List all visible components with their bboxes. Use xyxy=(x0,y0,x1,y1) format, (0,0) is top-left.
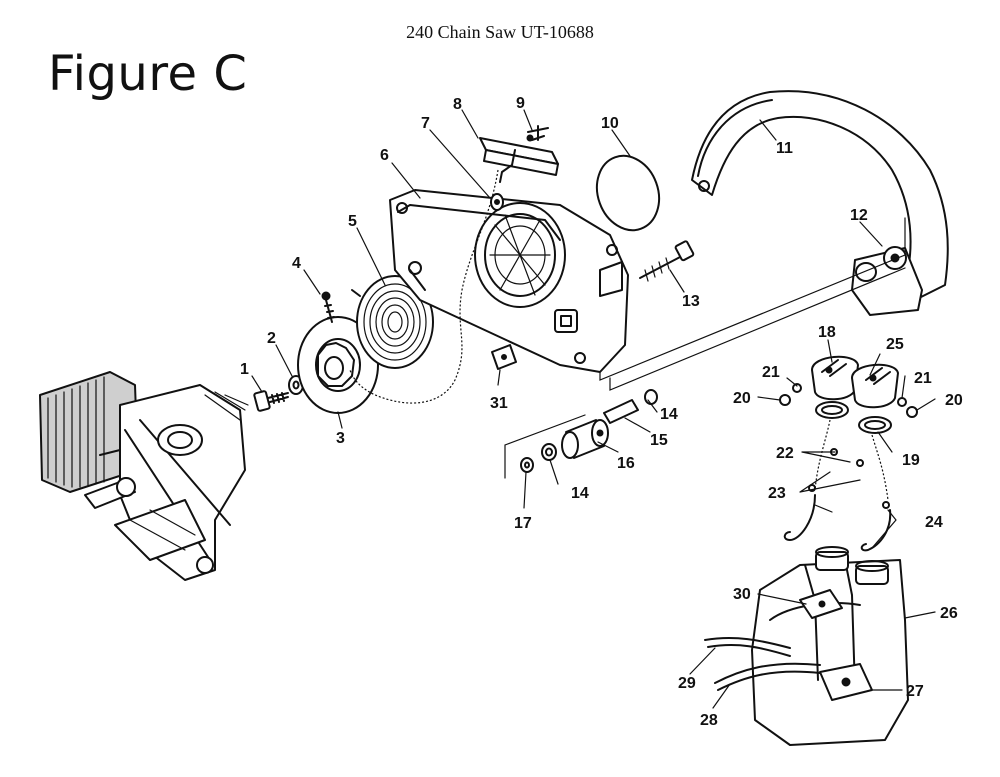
part-handle-mount xyxy=(851,246,923,316)
callout-20: 20 xyxy=(733,390,751,407)
part-starter-rope xyxy=(349,169,499,404)
part-retaining-wires xyxy=(783,494,892,552)
part-clip xyxy=(491,344,517,370)
callout-3: 3 xyxy=(336,430,345,447)
callout-16: 16 xyxy=(617,455,635,472)
part-small-screw xyxy=(321,291,335,323)
part-front-handle xyxy=(691,90,949,301)
engine-assembly xyxy=(39,371,249,581)
part-starter-handle xyxy=(479,137,559,183)
callout-22: 22 xyxy=(776,445,794,462)
callout-17: 17 xyxy=(514,515,532,532)
part-handle-insert xyxy=(526,125,549,142)
part-small-washer xyxy=(520,457,534,473)
part-cap-screws xyxy=(779,383,918,418)
callout-7: 7 xyxy=(421,115,430,132)
part-fan-housing xyxy=(389,189,629,373)
callout-10: 10 xyxy=(601,115,619,132)
callout-14-lower: 14 xyxy=(571,485,589,502)
callout-12: 12 xyxy=(850,207,868,224)
part-line-clamp xyxy=(799,589,843,619)
part-pin xyxy=(603,399,639,424)
callout-23: 23 xyxy=(768,485,786,502)
callout-28: 28 xyxy=(700,712,718,729)
callout-29: 29 xyxy=(678,675,696,692)
callout-21: 21 xyxy=(762,364,780,381)
page-title: 240 Chain Saw UT-10688 xyxy=(406,22,594,42)
callout-25: 25 xyxy=(886,336,904,353)
part-fuel-lines xyxy=(704,637,821,691)
callout-21-right: 21 xyxy=(914,370,932,387)
callout-5: 5 xyxy=(348,213,357,230)
callout-27: 27 xyxy=(906,683,924,700)
callout-labels: 1 2 3 4 5 6 7 8 9 10 11 12 13 14 15 16 1… xyxy=(240,95,963,729)
part-starter-pulley xyxy=(297,316,379,414)
part-rope-guide xyxy=(490,193,504,211)
part-fuel-tank xyxy=(751,546,909,746)
alignment-lines xyxy=(504,217,906,479)
callout-15: 15 xyxy=(650,432,668,449)
callout-30: 30 xyxy=(733,586,751,603)
part-washer-pair xyxy=(541,389,658,461)
callout-24: 24 xyxy=(925,514,943,531)
callout-8: 8 xyxy=(453,96,462,113)
callout-19: 19 xyxy=(902,452,920,469)
callout-1: 1 xyxy=(240,361,249,378)
part-recoil-spring xyxy=(351,275,434,369)
callout-18: 18 xyxy=(818,324,836,341)
part-oil-cap xyxy=(851,363,899,409)
callout-14: 14 xyxy=(660,406,678,423)
figure-label: Figure C xyxy=(48,46,248,102)
part-filter-disc xyxy=(595,154,661,232)
part-screw xyxy=(253,390,289,412)
callout-26: 26 xyxy=(940,605,958,622)
callout-11: 11 xyxy=(776,140,793,157)
callout-6: 6 xyxy=(380,147,389,164)
part-cap-chains xyxy=(808,419,890,509)
callout-9: 9 xyxy=(516,95,525,112)
part-long-bolt xyxy=(639,240,695,282)
callout-2: 2 xyxy=(267,330,276,347)
callout-20-right: 20 xyxy=(945,392,963,409)
part-cap-gasket xyxy=(815,401,892,434)
part-bushing xyxy=(561,419,609,459)
callout-13: 13 xyxy=(682,293,700,310)
callout-4: 4 xyxy=(292,255,301,272)
callout-31: 31 xyxy=(490,395,508,412)
leader-lines xyxy=(251,109,936,709)
